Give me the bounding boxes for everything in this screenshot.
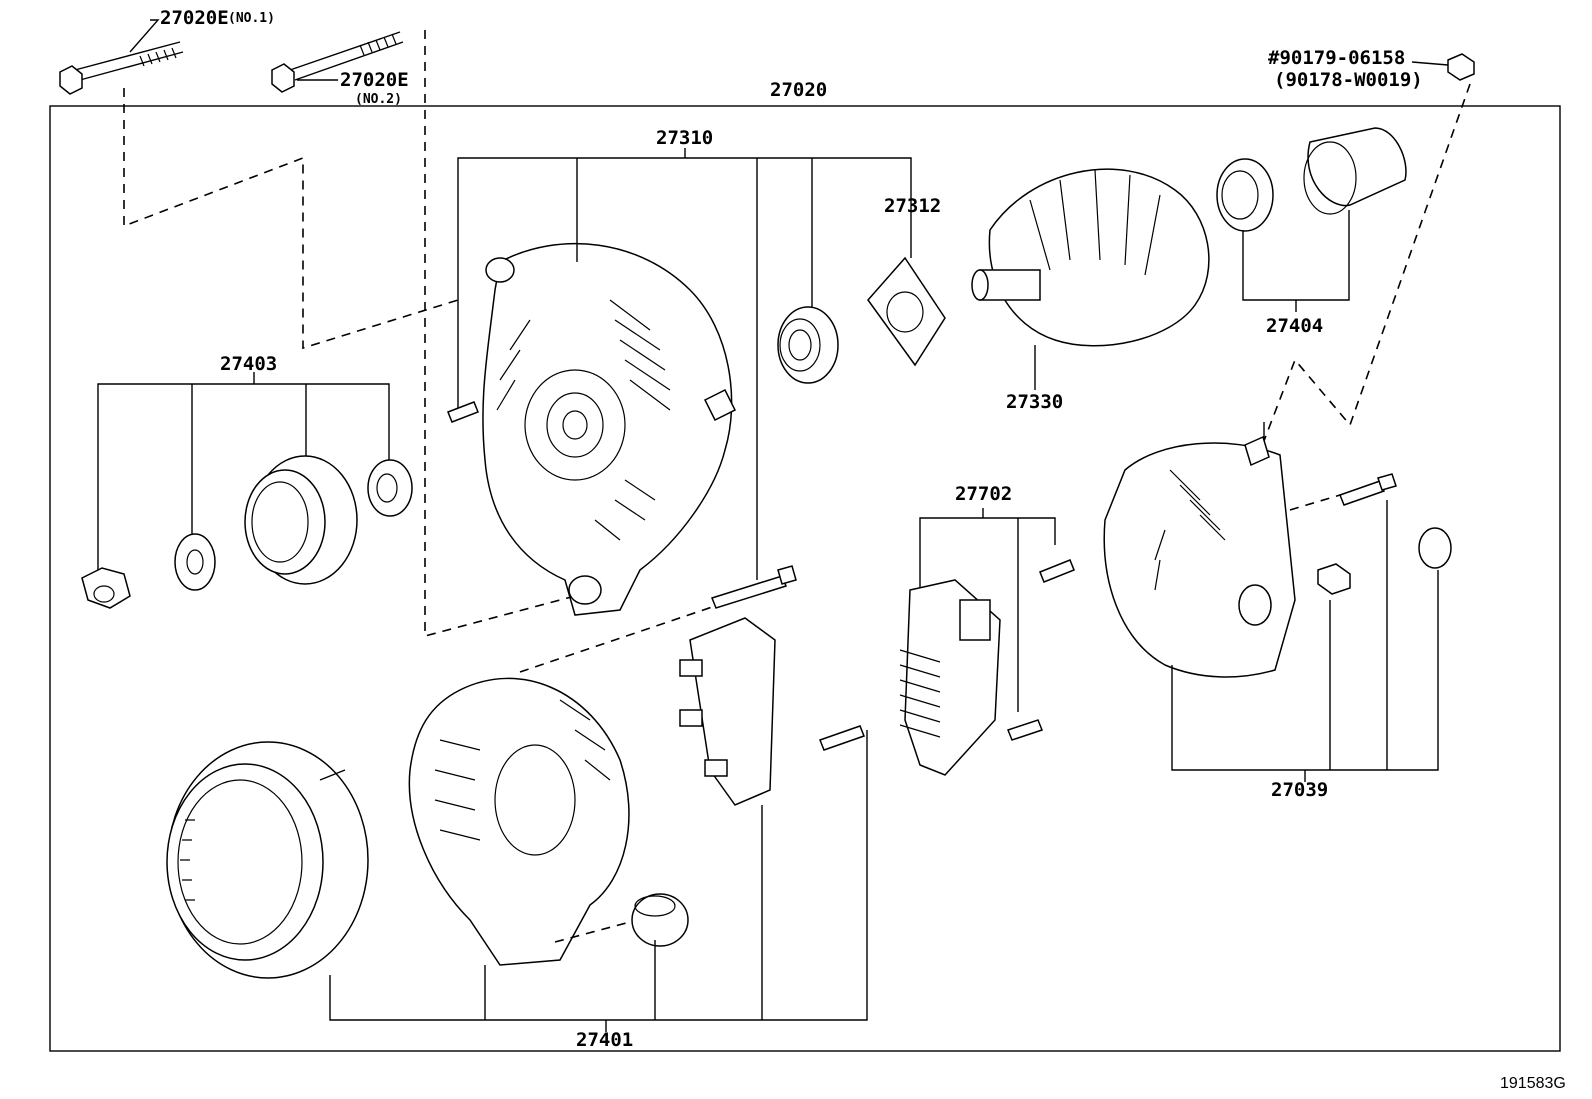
- front-bearing: [777, 306, 839, 384]
- label-nut-part-alt: (90178-W0019): [1274, 69, 1423, 91]
- rotor: [971, 168, 1210, 390]
- label-frame-set: 27310: [656, 127, 713, 149]
- label-bolt-no1-suffix: (NO.1): [228, 11, 275, 26]
- terminal-nut: [1447, 53, 1475, 81]
- regulator-screw-bottom: [1007, 719, 1043, 741]
- regulator-screw-top: [1039, 559, 1075, 583]
- voltage-regulator: [899, 579, 1001, 776]
- rear-cover: [1103, 422, 1296, 678]
- bearing-cover: [1303, 127, 1407, 215]
- figure-id: 191583G: [1500, 1075, 1566, 1092]
- rear-housing: [408, 677, 630, 966]
- label-stator-set: 27401: [576, 1029, 633, 1051]
- label-assembly: 27020: [770, 79, 827, 101]
- terminal-insulator: [631, 893, 689, 947]
- label-bearing-set: 27404: [1266, 315, 1323, 337]
- bolt-no2: [271, 31, 404, 93]
- retainer-plate: [867, 256, 946, 367]
- label-rotor: 27330: [1006, 391, 1063, 413]
- label-regulator: 27702: [955, 483, 1012, 505]
- frame-bolt: [711, 565, 797, 609]
- nut-guide: [1261, 83, 1471, 447]
- label-retainer: 27312: [884, 195, 941, 217]
- rear-cover-cap: [1418, 527, 1452, 569]
- drive-end-frame: [482, 242, 737, 616]
- bolt-no2-guide: [424, 30, 576, 638]
- pulley: [244, 455, 358, 585]
- bolt-no1: [59, 41, 184, 95]
- label-bolt-no2: 27020E: [340, 69, 409, 91]
- assembly-frame: [49, 105, 1561, 1052]
- bolt-no1-guide: [123, 88, 459, 350]
- pulley-washer: [174, 533, 216, 591]
- stator: [166, 741, 369, 979]
- holder-screw: [819, 725, 865, 751]
- rear-cover-nut: [1317, 563, 1351, 595]
- label-nut-part: #90179-06158: [1268, 47, 1405, 69]
- pulley-nut: [81, 567, 131, 609]
- rear-bearing: [1216, 158, 1274, 232]
- label-bolt-no2-suffix: (NO.2): [355, 92, 402, 107]
- pulley-collar: [367, 459, 413, 517]
- rear-cover-bolt: [1339, 473, 1397, 506]
- label-pulley-set: 27403: [220, 353, 277, 375]
- frame-screw: [447, 401, 479, 423]
- label-bolt-no1: 27020E: [160, 7, 229, 29]
- label-rear-cover: 27039: [1271, 779, 1328, 801]
- brush-holder: [679, 617, 776, 806]
